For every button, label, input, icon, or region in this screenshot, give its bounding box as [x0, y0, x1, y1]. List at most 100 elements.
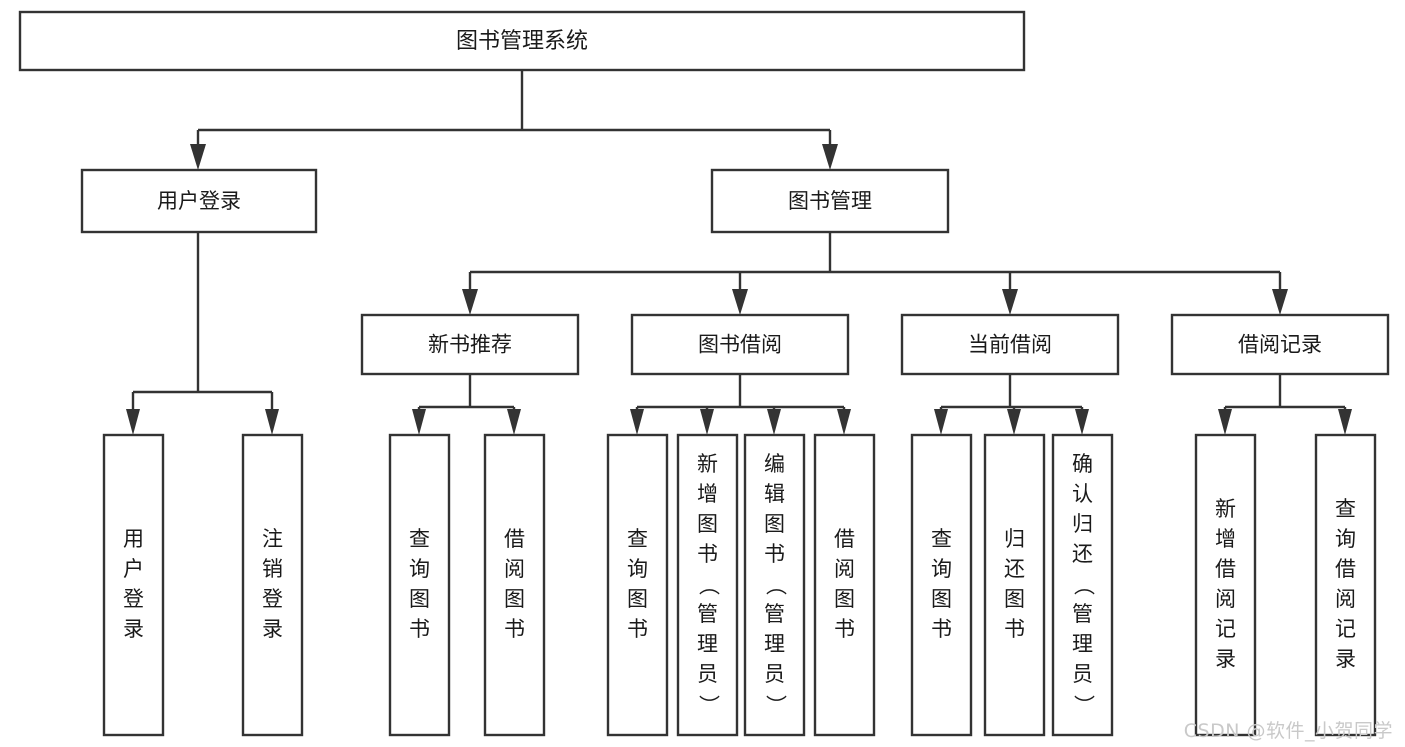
leaf-char: 阅: [1215, 587, 1236, 611]
node-box-leaf-edit-book-admin[interactable]: [743, 433, 806, 737]
node-box-leaf-confirm-return-admin[interactable]: [1051, 433, 1114, 737]
connector-group-user-login: [126, 232, 279, 435]
connector-group-borrow-record: [1218, 374, 1352, 435]
leaf-char: 录: [1215, 647, 1236, 671]
node-box-leaf-query-book-3[interactable]: [910, 433, 973, 737]
node-box-book-management[interactable]: [710, 168, 950, 234]
node-label-current-borrow: 当前借阅: [968, 333, 1052, 357]
arrowhead-leaf-add-borrow-record: [1218, 409, 1232, 435]
node-box-leaf-add-borrow-record[interactable]: [1194, 433, 1257, 737]
leaf-char: 图: [931, 587, 952, 611]
leaf-char: 图: [764, 512, 785, 536]
leaf-char: 员: [697, 662, 718, 686]
leaf-char: 借: [504, 527, 525, 551]
connector-group-root: [190, 70, 838, 170]
node-label-user-login: 用户登录: [157, 189, 241, 213]
node-box-root[interactable]: [18, 10, 1026, 72]
node-box-leaf-borrow-book-2[interactable]: [813, 433, 876, 737]
node-new-book-recommend[interactable]: 新书推荐: [360, 313, 580, 376]
connector-group-book-management: [462, 232, 1288, 315]
node-box-leaf-logout[interactable]: [241, 433, 304, 737]
arrowhead-leaf-edit-book-admin: [767, 409, 781, 435]
arrowhead-leaf-logout: [265, 409, 279, 435]
leaf-char: 注: [262, 527, 283, 551]
leaf-char: ）: [1072, 695, 1096, 716]
node-root[interactable]: 图书管理系统: [18, 10, 1026, 72]
leaf-char: 归: [1004, 527, 1025, 551]
leaf-char: 阅: [1335, 587, 1356, 611]
node-book-borrow[interactable]: 图书借阅: [630, 313, 850, 376]
node-box-borrow-record[interactable]: [1170, 313, 1390, 376]
arrowhead-user-login: [190, 144, 206, 170]
node-box-book-borrow[interactable]: [630, 313, 850, 376]
leaf-char: 图: [697, 512, 718, 536]
node-box-leaf-query-borrow-record[interactable]: [1314, 433, 1377, 737]
leaf-char: 录: [123, 617, 144, 641]
leaf-char: ）: [764, 695, 788, 716]
leaf-char: 询: [931, 557, 952, 581]
node-box-leaf-borrow-book-1[interactable]: [483, 433, 546, 737]
leaf-char: 登: [262, 587, 283, 611]
leaf-char: ）: [697, 695, 721, 716]
node-borrow-record[interactable]: 借阅记录: [1170, 313, 1390, 376]
arrowhead-leaf-query-book-1: [412, 409, 426, 435]
leaf-char: 管: [764, 602, 785, 626]
node-leaf-user-login[interactable]: 用户登录: [102, 433, 165, 737]
node-book-management[interactable]: 图书管理: [710, 168, 950, 234]
node-box-new-book-recommend[interactable]: [360, 313, 580, 376]
arrowhead-current-borrow: [1002, 289, 1018, 315]
node-box-leaf-user-login[interactable]: [102, 433, 165, 737]
node-box-leaf-add-book-admin[interactable]: [676, 433, 739, 737]
leaf-char: 增: [1215, 527, 1236, 551]
node-box-current-borrow[interactable]: [900, 313, 1120, 376]
arrowhead-leaf-borrow-book-1: [507, 409, 521, 435]
leaf-char: 录: [262, 617, 283, 641]
watermark-label: CSDN @软件_小贺同学: [1183, 720, 1393, 742]
node-box-leaf-query-book-1[interactable]: [388, 433, 451, 737]
leaf-char: 新: [1215, 497, 1236, 521]
node-box-leaf-return-book[interactable]: [983, 433, 1046, 737]
node-user-login[interactable]: 用户登录: [80, 168, 318, 234]
leaf-char: 查: [1335, 497, 1356, 521]
node-label-book-management: 图书管理: [788, 189, 872, 213]
leaf-char: 登: [123, 587, 144, 611]
leaf-char: 询: [409, 557, 430, 581]
leaf-char: 销: [262, 557, 283, 581]
leaf-char: 户: [123, 557, 144, 581]
arrowhead-new-book-recommend: [462, 289, 478, 315]
leaf-char: （: [764, 575, 788, 596]
node-box-user-login[interactable]: [80, 168, 318, 234]
leaf-char: 书: [409, 617, 430, 641]
leaf-char: 图: [1004, 587, 1025, 611]
leaf-char: 管: [697, 602, 718, 626]
leaf-char: 理: [1072, 632, 1093, 656]
arrowhead-book-borrow: [732, 289, 748, 315]
node-box-leaf-query-book-2[interactable]: [606, 433, 669, 737]
node-label-book-borrow: 图书借阅: [698, 333, 782, 357]
leaf-char: 员: [1072, 662, 1093, 686]
arrowhead-leaf-return-book: [1007, 409, 1021, 435]
nodes-layer: 图书管理系统用户登录图书管理新书推荐图书借阅当前借阅借阅记录用户登录注销登录查询…: [18, 10, 1390, 737]
node-current-borrow[interactable]: 当前借阅: [900, 313, 1120, 376]
leaf-char: 阅: [834, 557, 855, 581]
leaf-char: 借: [1215, 557, 1236, 581]
leaf-char: 认: [1072, 482, 1093, 506]
leaf-char: 图: [504, 587, 525, 611]
arrowhead-leaf-query-book-3: [934, 409, 948, 435]
arrowhead-leaf-query-borrow-record: [1338, 409, 1352, 435]
arrowhead-leaf-add-book-admin: [700, 409, 714, 435]
